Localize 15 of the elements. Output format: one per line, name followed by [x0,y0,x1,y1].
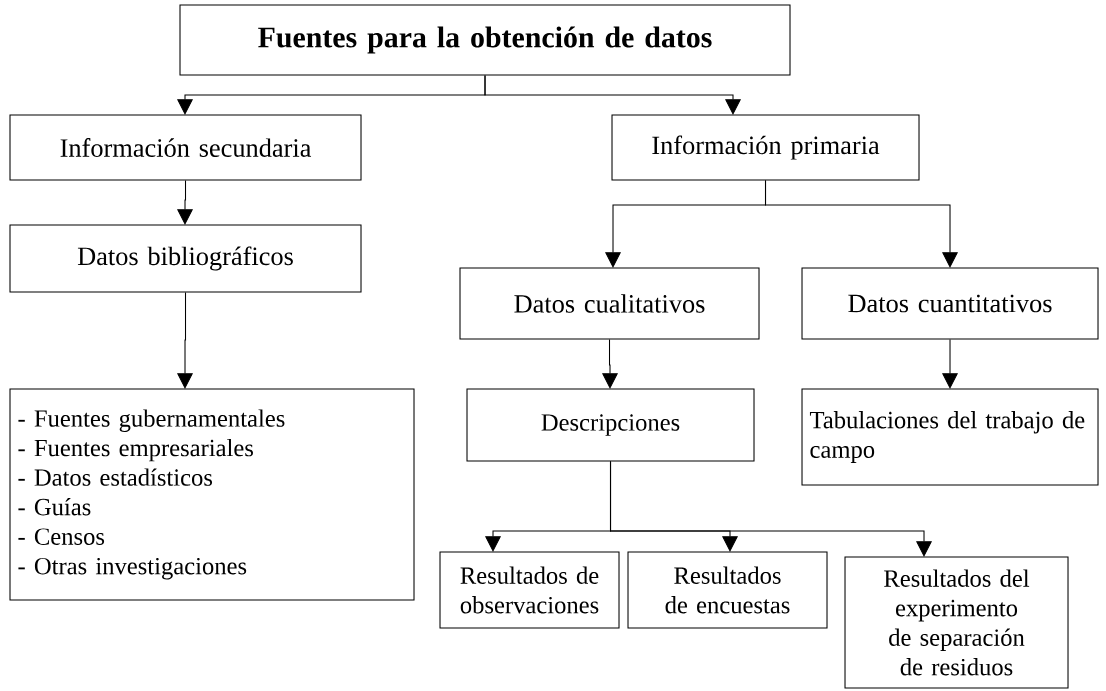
process-box: Resultados de observaciones [439,551,620,629]
process-box: Resultados de encuestas [627,551,828,629]
process-box: Datos cuantitativos [801,267,1099,340]
arrow [484,75,742,115]
arrow [610,461,933,557]
arrow [765,180,959,268]
process-box: Datos bibliográficos [9,224,362,293]
process-box: Información secundaria [9,114,362,181]
process-box: Información primaria [611,114,920,181]
list-box: - Fuentes gubernamentales - Fuentes empresariales - Datos estadísticos - Guías - Censos - Otras investigaciones [9,388,415,601]
process-box: Resultados del experimento de separación de residuos [844,556,1069,689]
process-box: Datos cualitativos [459,267,760,340]
title-box: Fuentes para la obtención de datos [179,4,791,76]
process-box: Descripciones [466,388,755,462]
process-box: Tabulaciones del trabajo de campo [801,388,1099,486]
